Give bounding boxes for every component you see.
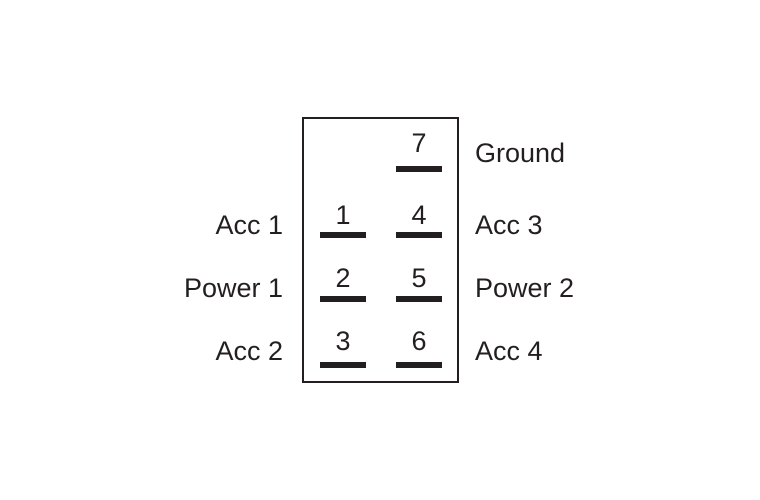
switch-body-outline [302, 117, 459, 383]
pin-3-number: 3 [335, 326, 351, 356]
pin-6-number: 6 [411, 326, 427, 356]
pin-4-number: 4 [411, 200, 427, 230]
pin-3-label: Acc 2 [215, 336, 283, 366]
pin-4-label: Acc 3 [475, 210, 543, 240]
pin-6-label: Acc 4 [475, 336, 543, 366]
pin-4-terminal [396, 232, 442, 238]
pin-2-number: 2 [335, 263, 351, 293]
pin-5-label: Power 2 [475, 273, 575, 303]
pin-1-number: 1 [335, 200, 351, 230]
pin-1-label: Acc 1 [215, 210, 283, 240]
pin-5-number: 5 [411, 263, 427, 293]
pin-2-terminal [320, 296, 366, 302]
pin-3-terminal [320, 362, 366, 368]
pin-6-terminal [396, 362, 442, 368]
pin-1-terminal [320, 232, 366, 238]
pin-7-number: 7 [411, 128, 427, 158]
pin-5-terminal [396, 296, 442, 302]
pin-2-label: Power 1 [183, 273, 283, 303]
pin-7-terminal [396, 166, 442, 172]
pin-7-label: Ground [475, 138, 566, 168]
